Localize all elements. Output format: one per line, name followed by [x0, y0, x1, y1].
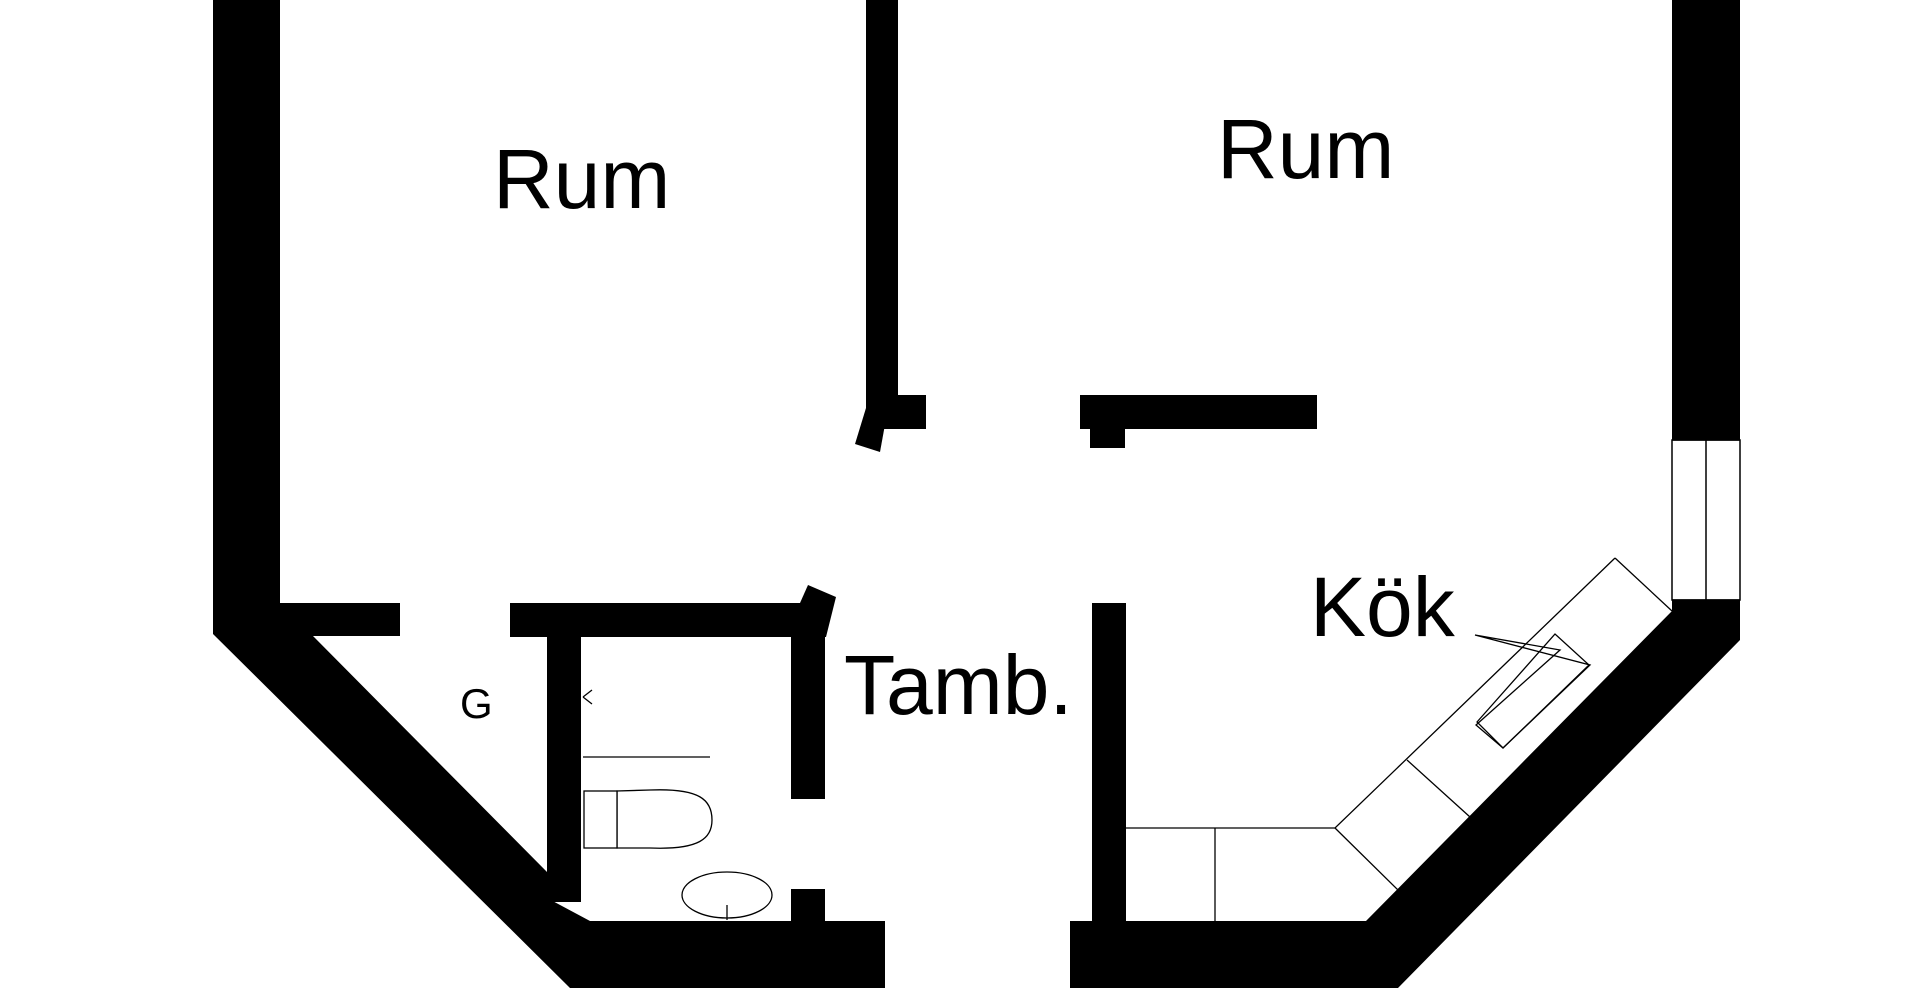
wall-wc-top	[510, 603, 800, 637]
sink-icon	[1474, 634, 1592, 749]
wall-partition-rooms	[866, 0, 898, 408]
label-room-right: Rum	[1217, 102, 1394, 196]
wall-kitchen-left	[1092, 603, 1126, 921]
label-room-left: Rum	[493, 132, 670, 226]
counter-end-edge	[1614, 557, 1673, 612]
closet-door-icon	[582, 689, 593, 705]
wall-wc-right-upper	[791, 637, 825, 799]
counter-divider-3	[1406, 759, 1471, 818]
counter-divider-2	[1334, 827, 1399, 891]
toilet-tank-icon	[583, 790, 618, 849]
door-jamb-left	[855, 408, 888, 452]
wall-room-right-lower	[1080, 395, 1317, 429]
label-closet: G	[460, 680, 493, 727]
label-kitchen: Kök	[1310, 560, 1456, 654]
room-labels: Rum Rum Kök Tamb. G	[460, 102, 1456, 732]
wall-room-right-stub	[1090, 425, 1125, 448]
wall-right-outer	[1070, 0, 1740, 988]
walls	[213, 0, 1740, 988]
wall-closet-wc	[547, 637, 581, 902]
wall-wc-right-lower	[791, 889, 825, 921]
stove-icon	[1476, 633, 1590, 749]
label-vestibule: Tamb.	[844, 638, 1073, 732]
toilet-icon	[616, 789, 713, 849]
wall-left-outer	[213, 0, 885, 988]
wc-fixtures	[582, 689, 773, 920]
window-right	[1671, 439, 1741, 601]
door-jamb-wc	[800, 585, 836, 637]
kitchen-counter	[1126, 557, 1673, 921]
